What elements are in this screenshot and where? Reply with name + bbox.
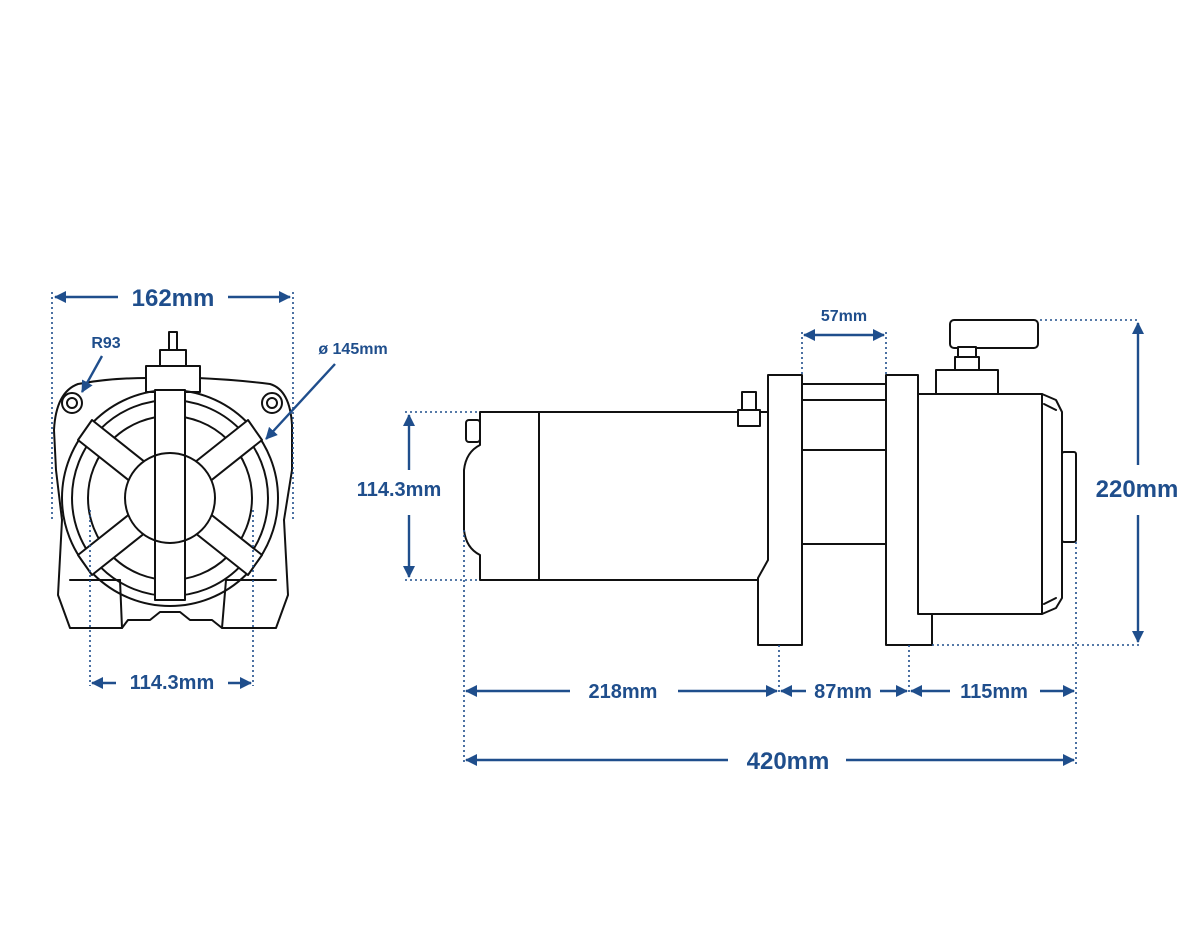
front-view (53, 331, 293, 629)
left-end-plate (757, 374, 803, 646)
overall-height-label: 220mm (1096, 476, 1179, 503)
drum-diameter-label: ø 145mm (318, 341, 387, 358)
drum-length-label: 87mm (814, 681, 872, 703)
drum-hub (124, 452, 216, 544)
side-dimensions: 57mm 114.3mm 220mm 218mm 87mm 115mm (357, 308, 1179, 775)
tie-bar (801, 383, 887, 401)
side-view (463, 319, 1077, 646)
motor-length-label: 218mm (589, 681, 658, 703)
motor-terminal (465, 419, 481, 443)
front-base (57, 519, 289, 629)
clutch-handle (949, 319, 1039, 349)
tie-bar-width-label: 57mm (821, 308, 867, 325)
front-width-label: 162mm (132, 285, 215, 312)
overall-length-label: 420mm (747, 748, 830, 775)
gearbox-body (917, 393, 1043, 615)
motor-body (463, 411, 769, 581)
clutch-base (935, 369, 999, 395)
gearbox-cap (1061, 451, 1077, 543)
mount-hole-left (61, 392, 83, 414)
bolt-spacing-label: 114.3mm (130, 672, 215, 694)
mount-hole-right (261, 392, 283, 414)
drum-body (801, 399, 887, 545)
front-dimensions: 162mm R93 ø 145mm 114.3mm (51, 285, 388, 694)
mount-height-label: 114.3mm (357, 479, 442, 501)
front-connector (145, 365, 201, 393)
motor-top-connector (737, 409, 761, 427)
mount-radius-label: R93 (91, 335, 120, 352)
gearbox-length-label: 115mm (960, 681, 1028, 703)
